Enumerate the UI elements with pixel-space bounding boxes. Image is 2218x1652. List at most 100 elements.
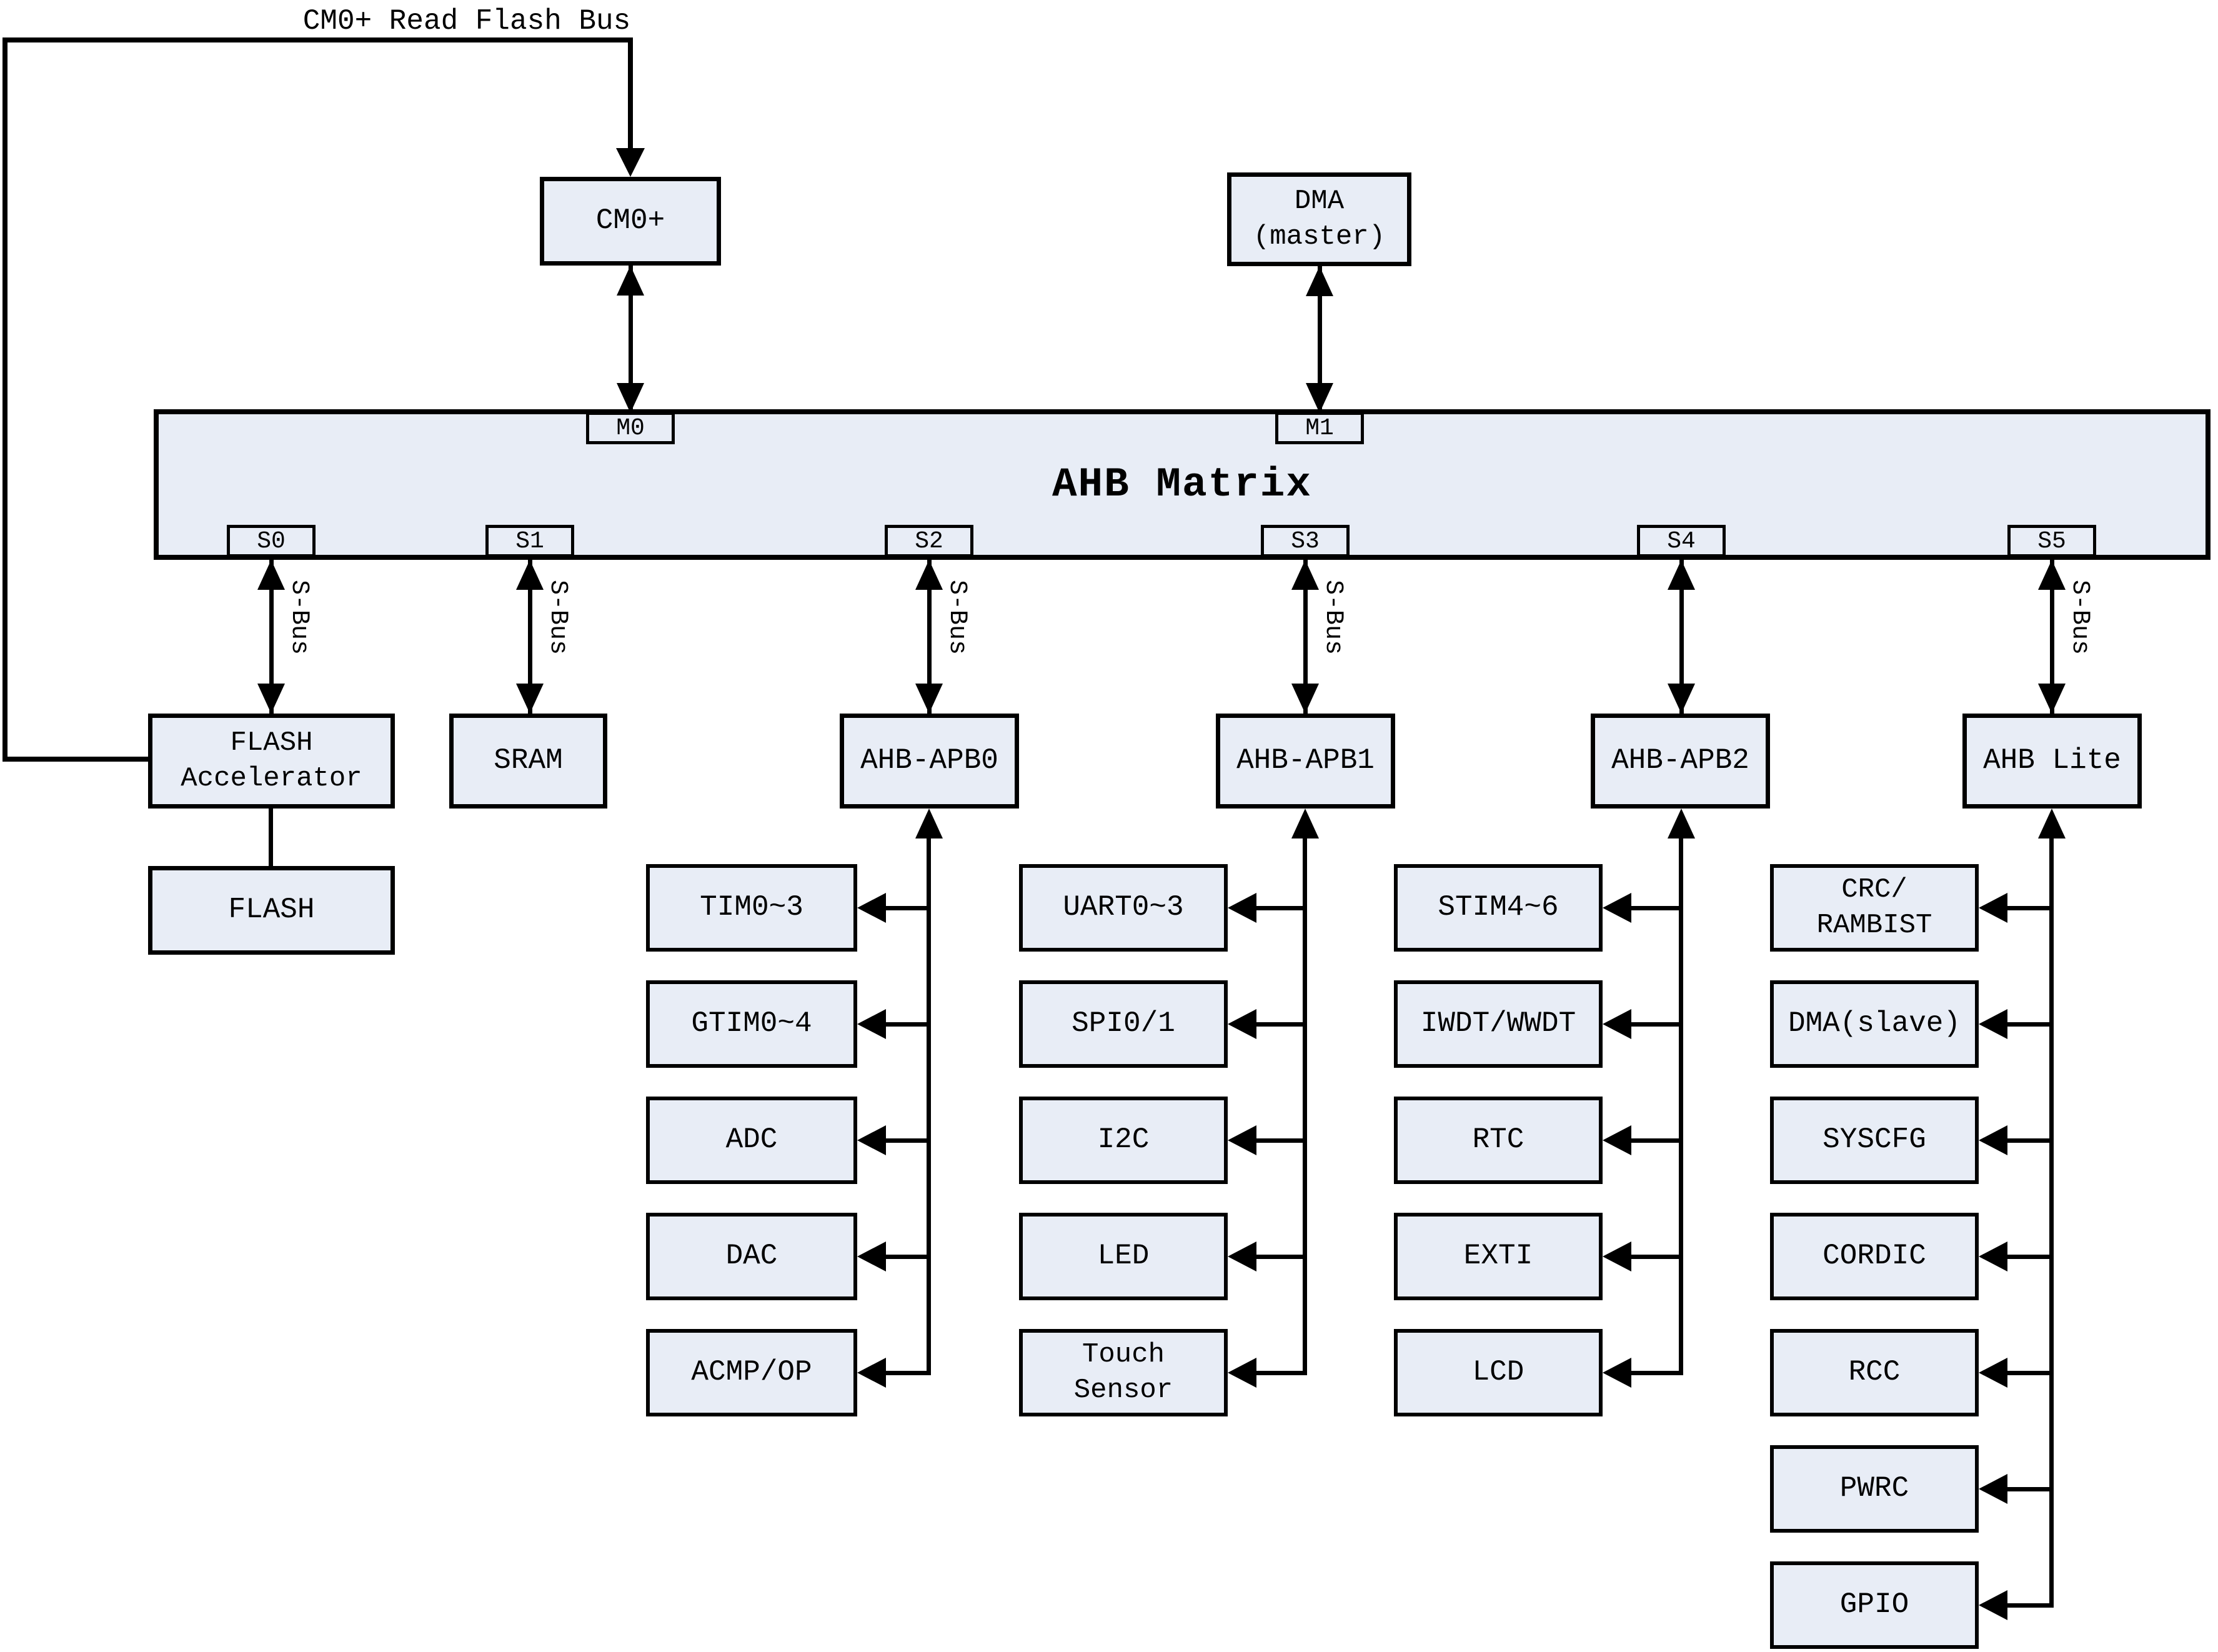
branch-arrow-lite-5 <box>1979 1474 2007 1504</box>
peripheral-spi0-1: SPI0/1 <box>1019 980 1228 1068</box>
peripheral-label: GPIO <box>1839 1588 1909 1621</box>
branch-line-apb2-3 <box>1628 1255 1683 1259</box>
peripheral-exti: EXTI <box>1394 1213 1603 1300</box>
ahb-lite-peripheral-bus <box>2049 831 2054 1607</box>
cm0-read-flash-bus-line-left <box>2 37 7 761</box>
peripheral-label: TIM0~3 <box>700 891 803 924</box>
apb2-peripheral-bus <box>1679 831 1683 1375</box>
sbus-label-s1: S-Bus <box>544 580 572 655</box>
port-s0-label: S0 <box>257 527 286 555</box>
connector-flashacc-flash <box>269 809 273 866</box>
peripheral-stim4-6: STIM4~6 <box>1394 864 1603 952</box>
ahb-matrix: AHB Matrix <box>154 409 2211 560</box>
peripheral-label: Sensor <box>1073 1375 1173 1406</box>
branch-arrow-apb1-0 <box>1228 893 1256 923</box>
sbus-label-s0: S-Bus <box>285 580 313 655</box>
peripheral-label: STIM4~6 <box>1438 891 1559 924</box>
branch-arrow-apb0-0 <box>857 893 886 923</box>
peripheral-cordic: CORDIC <box>1770 1213 1979 1300</box>
peripheral-acmp-op: ACMP/OP <box>646 1329 857 1416</box>
peripheral-label: GTIM0~4 <box>691 1007 812 1040</box>
port-m0-label: M0 <box>616 414 645 442</box>
block-ahb-apb2-label: AHB-APB2 <box>1611 744 1749 777</box>
ahb-matrix-title: AHB Matrix <box>1052 461 1313 508</box>
branch-arrow-lite-2 <box>1979 1125 2007 1155</box>
block-cm0: CM0+ <box>540 177 721 266</box>
branch-arrow-apb2-1 <box>1603 1009 1631 1039</box>
branch-arrow-lite-6 <box>1979 1590 2007 1620</box>
branch-arrow-apb2-0 <box>1603 893 1631 923</box>
block-ahb-apb0-label: AHB-APB0 <box>860 744 998 777</box>
branch-arrow-apb0-2 <box>857 1125 886 1155</box>
branch-arrow-apb1-2 <box>1228 1125 1256 1155</box>
peripheral-dma-slave: DMA(slave) <box>1770 980 1979 1068</box>
peripheral-label: DAC <box>725 1240 778 1273</box>
port-s5: S5 <box>2007 525 2096 557</box>
branch-line-lite-2 <box>2004 1138 2054 1143</box>
branch-arrow-lite-0 <box>1979 893 2007 923</box>
peripheral-label: LCD <box>1472 1356 1524 1389</box>
branch-line-lite-0 <box>2004 906 2054 910</box>
branch-line-apb1-0 <box>1253 906 1307 910</box>
port-s3: S3 <box>1261 525 1350 557</box>
port-s4-label: S4 <box>1667 527 1696 555</box>
branch-arrow-lite-3 <box>1979 1241 2007 1271</box>
branch-line-apb2-2 <box>1628 1138 1683 1143</box>
branch-line-apb0-4 <box>882 1371 931 1375</box>
branch-arrow-apb1-4 <box>1228 1358 1256 1388</box>
peripheral-label: ADC <box>725 1123 778 1157</box>
port-s2: S2 <box>885 525 973 557</box>
branch-line-lite-1 <box>2004 1022 2054 1027</box>
peripheral-uart0-3: UART0~3 <box>1019 864 1228 952</box>
peripheral-label: SYSCFG <box>1823 1123 1926 1157</box>
port-m0: M0 <box>586 412 675 444</box>
peripheral-crc-rambist: CRC/ RAMBIST <box>1770 864 1979 952</box>
arrow-sbus-s2 <box>915 560 943 714</box>
peripheral-label: IWDT/WWDT <box>1420 1007 1576 1040</box>
branch-arrow-lite-4 <box>1979 1358 2007 1388</box>
peripheral-gtim0-4: GTIM0~4 <box>646 980 857 1068</box>
bus-label-cm0-read-flash: CM0+ Read Flash Bus <box>302 5 631 37</box>
apb0-peripheral-bus <box>927 831 931 1375</box>
block-cm0-label: CM0+ <box>595 204 665 237</box>
port-s2-label: S2 <box>915 527 943 555</box>
branch-line-apb1-3 <box>1253 1255 1307 1259</box>
branch-line-apb1-2 <box>1253 1138 1307 1143</box>
port-s3-label: S3 <box>1291 527 1320 555</box>
peripheral-rtc: RTC <box>1394 1097 1603 1184</box>
peripheral-syscfg: SYSCFG <box>1770 1097 1979 1184</box>
peripheral-label: DMA(slave) <box>1788 1007 1961 1040</box>
branch-line-lite-4 <box>2004 1371 2054 1375</box>
block-dma-master: DMA (master) <box>1227 172 1411 266</box>
peripheral-label: SPI0/1 <box>1072 1007 1175 1040</box>
branch-arrow-lite-1 <box>1979 1009 2007 1039</box>
branch-line-apb0-1 <box>882 1022 931 1027</box>
block-ahb-apb0: AHB-APB0 <box>840 714 1019 809</box>
peripheral-dac: DAC <box>646 1213 857 1300</box>
branch-line-apb2-1 <box>1628 1022 1683 1027</box>
peripheral-label: RCC <box>1848 1356 1901 1389</box>
peripheral-rcc: RCC <box>1770 1329 1979 1416</box>
branch-arrow-apb0-1 <box>857 1009 886 1039</box>
peripheral-label: PWRC <box>1839 1472 1909 1505</box>
peripheral-gpio: GPIO <box>1770 1561 1979 1649</box>
block-dma-master-label-line1: DMA <box>1294 185 1345 217</box>
block-dma-master-label-line2: (master) <box>1253 221 1386 252</box>
peripheral-pwrc: PWRC <box>1770 1445 1979 1533</box>
arrow-dma-m1 <box>1306 266 1333 413</box>
peripheral-iwdt-wwdt: IWDT/WWDT <box>1394 980 1603 1068</box>
peripheral-label: UART0~3 <box>1063 891 1184 924</box>
arrow-sbus-s4 <box>1668 560 1695 714</box>
branch-line-apb1-1 <box>1253 1022 1307 1027</box>
block-ahb-apb2: AHB-APB2 <box>1591 714 1770 809</box>
block-flash-label: FLASH <box>228 893 315 927</box>
sbus-label-s5: S-Bus <box>2066 580 2094 655</box>
port-s4: S4 <box>1637 525 1726 557</box>
peripheral-lcd: LCD <box>1394 1329 1603 1416</box>
block-ahb-apb1: AHB-APB1 <box>1216 714 1395 809</box>
block-flash-accelerator-line1: FLASH <box>230 727 313 759</box>
peripheral-tim0-3: TIM0~3 <box>646 864 857 952</box>
arrow-sbus-s0 <box>257 560 285 714</box>
block-ahb-apb1-label: AHB-APB1 <box>1236 744 1375 777</box>
block-flash: FLASH <box>148 866 395 955</box>
